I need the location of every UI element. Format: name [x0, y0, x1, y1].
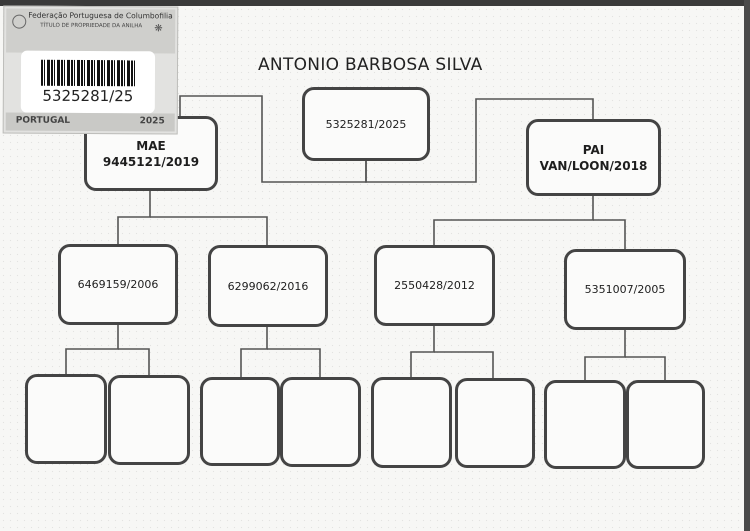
great-grandparent-box-7 — [544, 380, 626, 469]
great-grandparent-box-4 — [280, 377, 361, 467]
label-ring-number: 5325281/25 — [42, 86, 134, 106]
label-country: PORTUGAL — [15, 115, 71, 126]
grandparent-ring-4: 5351007/2005 — [584, 283, 666, 296]
great-grandparent-box-2 — [108, 375, 190, 465]
great-grandparent-box-6 — [455, 378, 535, 468]
owner-name: ANTONIO BARBOSA SILVA — [258, 55, 483, 75]
grandparent-box-2: 6299062/2016 — [208, 245, 328, 327]
sire-box: PAI VAN/LOON/2018 — [526, 119, 661, 196]
scan-edge-right — [744, 0, 750, 531]
connector-gp3-ggp5 — [410, 326, 435, 377]
ring-ownership-label: Federação Portuguesa de Columbofilia TÍT… — [2, 5, 179, 135]
sire-ring: VAN/LOON/2018 — [539, 158, 648, 173]
connector-dam-gp2 — [150, 216, 268, 245]
federation-emblem-icon — [12, 14, 27, 29]
label-subtitle: TÍTULO DE PROPRIEDADE DA ANILHA — [40, 22, 143, 30]
grandparent-ring-1: 6469159/2006 — [77, 278, 159, 291]
great-grandparent-box-1 — [25, 374, 107, 464]
label-barcode-area: 5325281/25 — [20, 50, 156, 114]
label-year: 2025 — [139, 116, 165, 127]
subject-box: 5325281/2025 — [302, 87, 430, 161]
label-organization: Federação Portuguesa de Columbofilia — [28, 10, 173, 21]
connector-gp4-ggp8 — [625, 356, 666, 380]
connector-gp1-ggp1 — [65, 324, 119, 374]
connector-gp1-ggp2 — [118, 348, 150, 375]
pigeon-logo-icon: ❋ — [154, 23, 163, 35]
grandparent-box-1: 6469159/2006 — [58, 244, 178, 325]
grandparent-box-4: 5351007/2005 — [564, 249, 686, 330]
connector-gp2-ggp3 — [240, 327, 268, 377]
grandparent-box-3: 2550428/2012 — [374, 245, 495, 326]
dam-ring: 9445121/2019 — [102, 154, 200, 169]
great-grandparent-box-5 — [371, 377, 452, 468]
barcode-icon — [40, 59, 137, 87]
connector-gp4-ggp7 — [584, 330, 626, 380]
great-grandparent-box-3 — [200, 377, 280, 466]
connector-subject-sire — [365, 98, 594, 183]
connector-sire-gp3 — [433, 196, 594, 245]
connector-sire-gp4 — [593, 219, 626, 250]
label-header: Federação Portuguesa de Columbofilia TÍT… — [6, 8, 176, 54]
sire-role: PAI — [582, 142, 605, 157]
label-footer: PORTUGAL 2025 — [5, 112, 175, 132]
great-grandparent-box-8 — [626, 380, 705, 469]
scan-edge-top — [0, 0, 750, 6]
connector-gp3-ggp6 — [434, 351, 494, 378]
connector-gp2-ggp4 — [267, 348, 321, 377]
dam-role: MAE — [136, 138, 166, 153]
grandparent-ring-3: 2550428/2012 — [394, 279, 475, 292]
subject-ring: 5325281/2025 — [325, 117, 407, 131]
connector-dam-gp1 — [117, 190, 151, 245]
grandparent-ring-2: 6299062/2016 — [227, 279, 309, 293]
